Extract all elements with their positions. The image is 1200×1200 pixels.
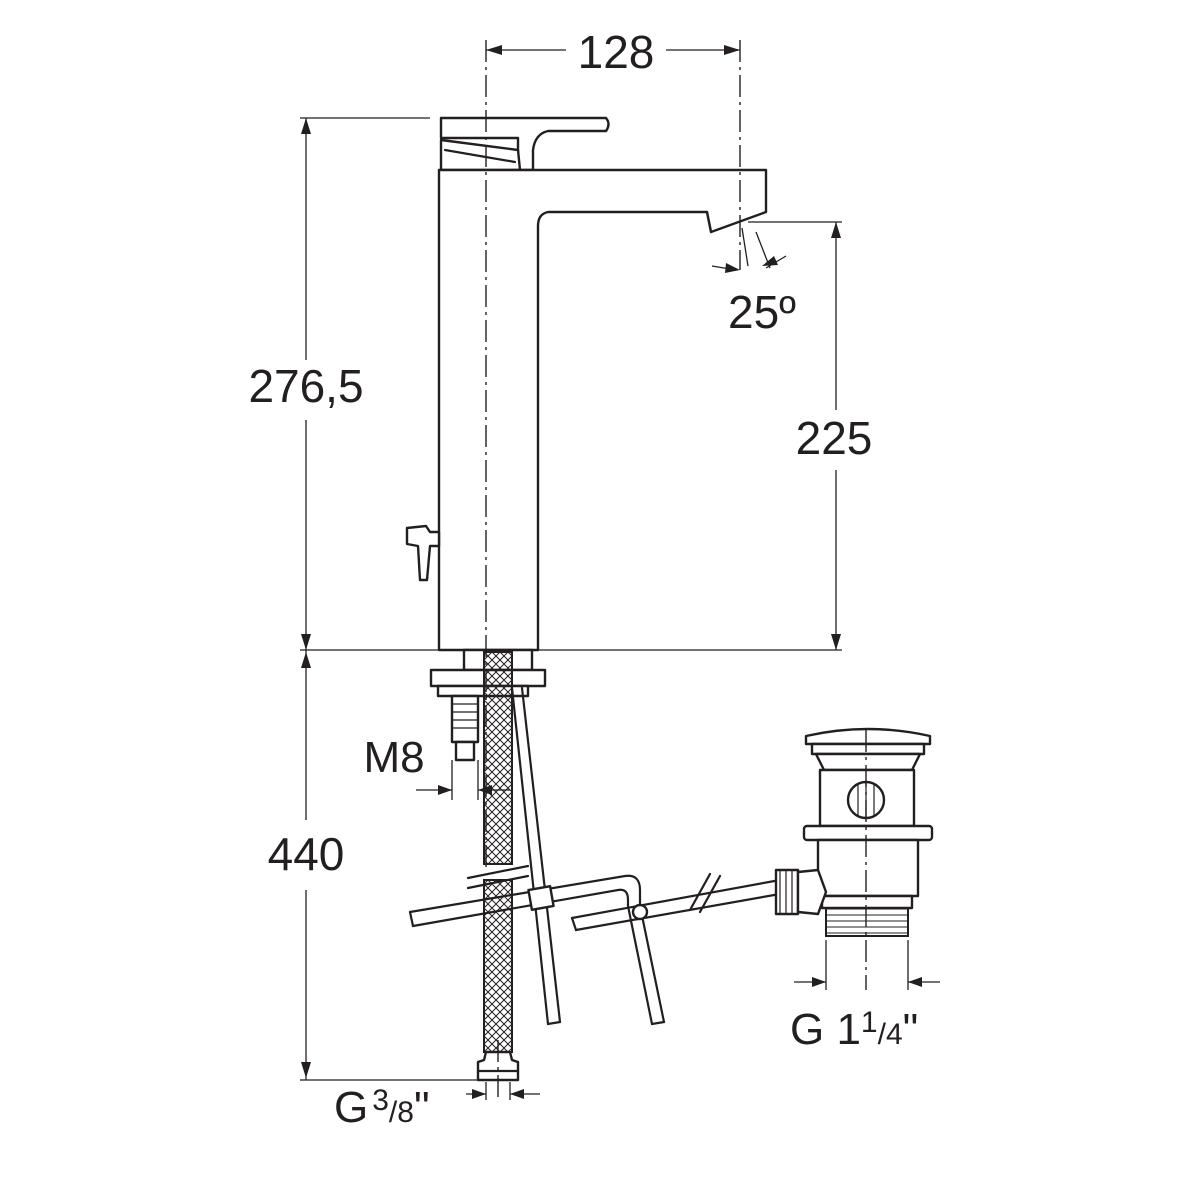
dim-below-deck-length: 440 xyxy=(268,828,345,880)
lever-handle xyxy=(439,116,610,172)
dim-stud-thread: M8 xyxy=(363,733,424,782)
dim-spout-height: 225 xyxy=(796,412,873,464)
dim-overall-height: 276,5 xyxy=(248,360,363,412)
popup-waste xyxy=(774,727,934,937)
faucet-body xyxy=(405,116,768,652)
dim-waste-connection: G 11/4" xyxy=(790,1005,918,1054)
below-deck-assembly xyxy=(408,648,934,1082)
center-lines xyxy=(485,40,867,1100)
faucet-column xyxy=(437,168,768,652)
linkage-pivot xyxy=(631,903,649,921)
waste-thread xyxy=(825,907,909,937)
waste-side-connector xyxy=(774,868,800,916)
braided-hose-upper xyxy=(483,651,513,865)
m8-stud xyxy=(450,694,480,744)
pull-rod-knob xyxy=(405,524,441,582)
hose-nut xyxy=(476,1050,520,1082)
dim-spout-reach: 128 xyxy=(578,26,655,78)
braided-hose-lower xyxy=(483,879,513,1053)
dimension-lines xyxy=(300,45,940,1100)
dim-spout-angle: 25º xyxy=(728,286,796,338)
